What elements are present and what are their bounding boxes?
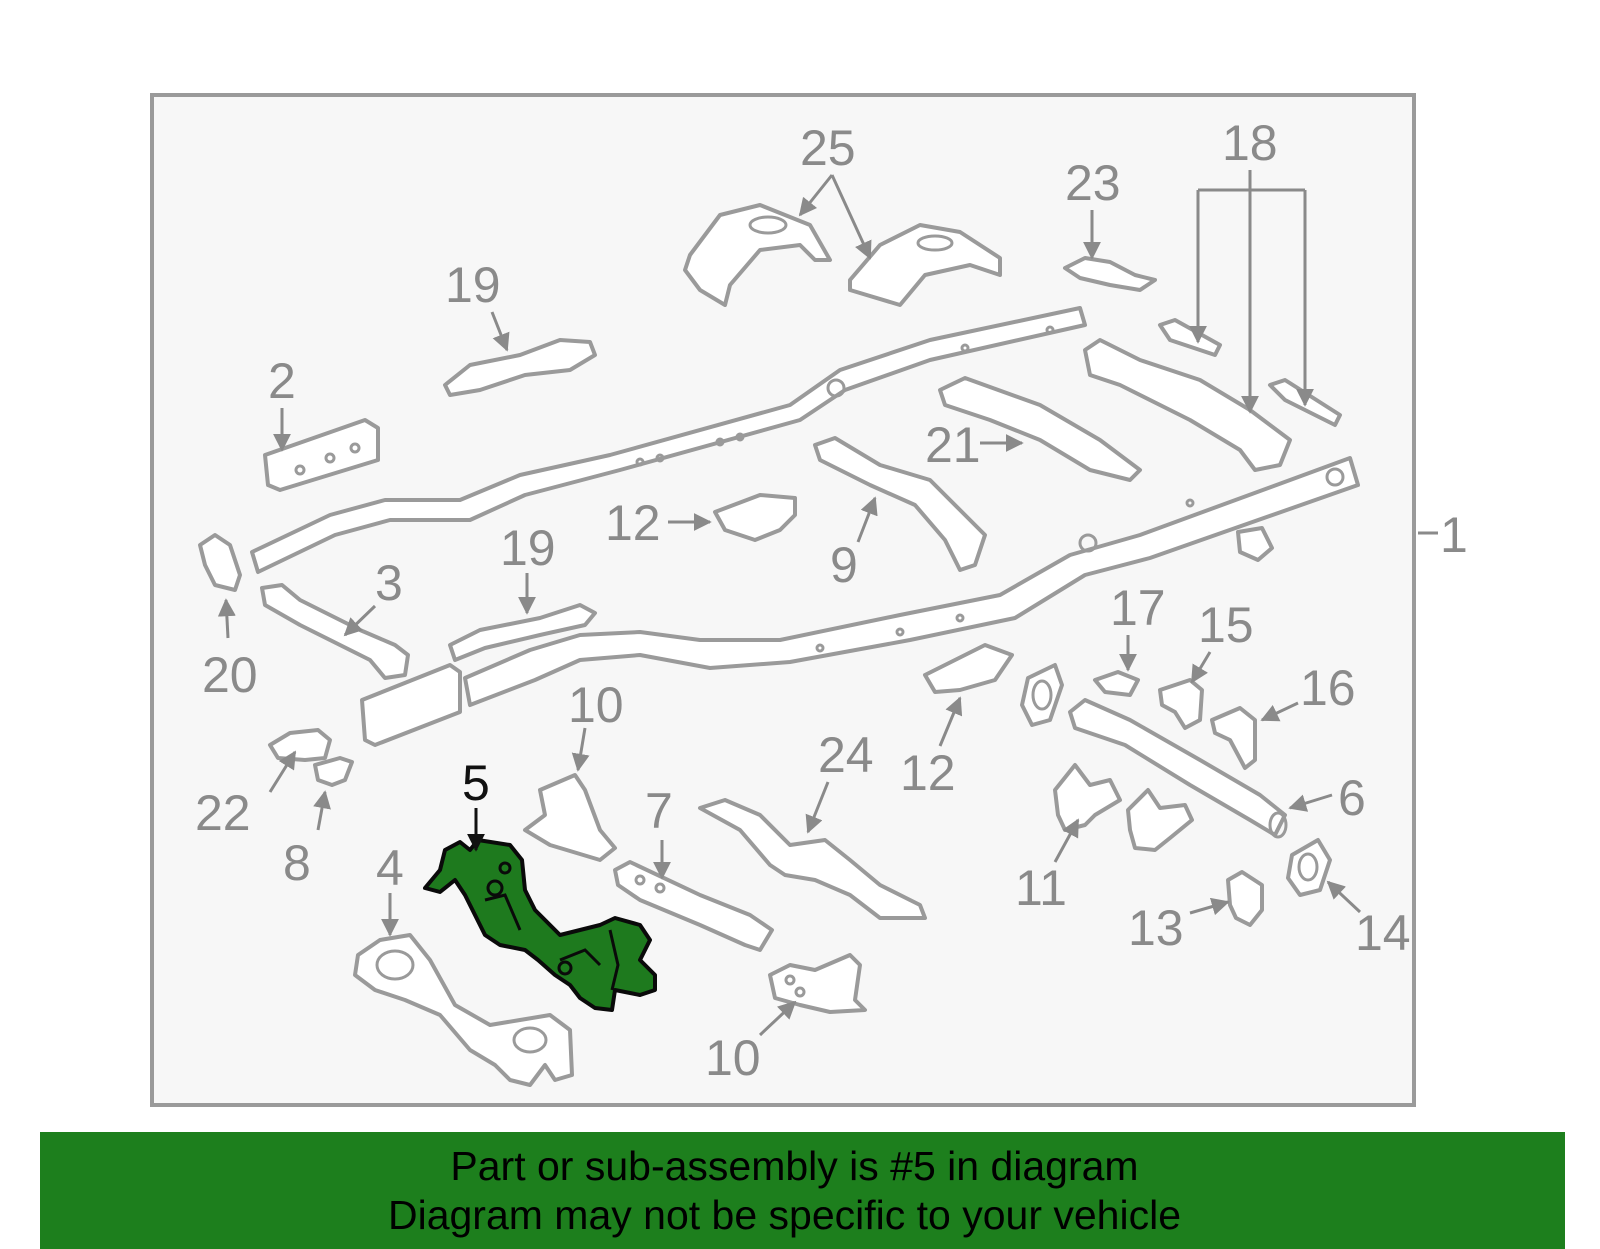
callout-25: 25: [800, 120, 856, 176]
part-9: [813, 436, 987, 572]
part-12-lower: [923, 643, 1014, 694]
frame-rail-left: [250, 306, 1087, 574]
callout-9: 9: [830, 537, 858, 593]
part-gasket-left: [1020, 663, 1064, 727]
part-1-bracket: [1236, 526, 1274, 562]
callout-23: 23: [1065, 155, 1121, 211]
part-18-crossmember: [1083, 338, 1292, 472]
part-20: [198, 533, 242, 592]
callout-10-lower: 10: [705, 1030, 761, 1086]
part-19-upper: [443, 338, 597, 397]
part-7: [698, 798, 927, 920]
part-16: [1210, 706, 1257, 770]
callout-19-upper: 19: [445, 257, 501, 313]
diagram-frame: [150, 93, 1416, 1107]
part-19-lower: [448, 603, 597, 662]
part-10-upper: [523, 773, 617, 862]
part-14: [1286, 838, 1332, 897]
callout-11: 11: [1015, 860, 1067, 916]
banner-line-1: Part or sub-assembly is #5 in diagram: [450, 1143, 1139, 1189]
part-2: [263, 418, 380, 492]
part-12-upper: [713, 493, 797, 542]
part-25a: [683, 203, 832, 307]
part-11a: [1053, 763, 1122, 832]
callout-8: 6: [1338, 770, 1366, 826]
parts-diagram: 25 23 18 19 2 21 12 9 20 3 19 1 17 15 16…: [150, 93, 1468, 1107]
callout-21: 21: [925, 417, 981, 473]
callout-labels: 25 23 18 19 2 21 12 9 20 3 19 1 17 15 16…: [195, 115, 1468, 1086]
frame-rail-right: [463, 456, 1360, 707]
leader-lines: [217, 170, 1438, 1037]
callout-2: 2: [268, 353, 296, 409]
part-25b: [848, 223, 1002, 307]
callout-10-upper: 10: [568, 677, 624, 733]
part-6: [613, 860, 774, 952]
banner-line-2: Diagram may not be specific to your vehi…: [387, 1192, 1181, 1238]
callout-4: 4: [376, 840, 404, 896]
callout-13: 13: [1128, 900, 1184, 956]
info-banner: Part or sub-assembly is #5 in diagram Di…: [40, 1132, 1565, 1249]
callout-1: 1: [1440, 507, 1468, 563]
callout-15: 15: [1198, 597, 1254, 653]
callout-5[interactable]: 5: [462, 755, 490, 811]
part-5-highlighted[interactable]: [423, 838, 657, 1012]
callout-20: 20: [202, 647, 258, 703]
part-13: [1226, 870, 1264, 927]
callout-22: 22: [195, 785, 251, 841]
callout-18: 18: [1222, 115, 1278, 171]
callout-17: 17: [1110, 580, 1166, 636]
callout-12-lower: 12: [900, 745, 956, 801]
callout-16: 16: [1300, 660, 1356, 716]
callout-12-upper: 12: [605, 495, 661, 551]
part-8: [1068, 698, 1287, 837]
callout-3: 3: [375, 555, 403, 611]
part-front-block: [360, 663, 462, 747]
callout-24: 8: [283, 835, 311, 891]
callout-6: 7: [645, 783, 673, 839]
part-24: [313, 756, 354, 787]
part-17: [1093, 670, 1140, 697]
callout-14: 14: [1355, 905, 1411, 961]
part-21: [938, 376, 1142, 482]
part-3: [260, 583, 410, 680]
callout-7: 24: [818, 727, 874, 783]
callout-19-lower: 19: [500, 520, 556, 576]
part-11b: [1126, 788, 1194, 852]
